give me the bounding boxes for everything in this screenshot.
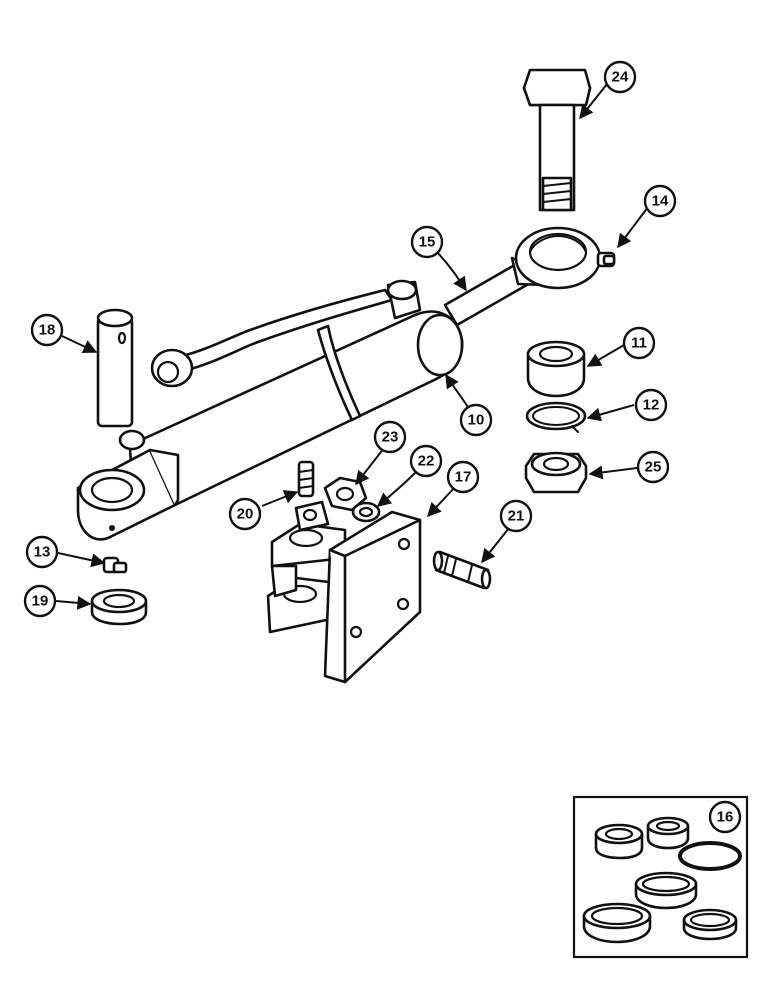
part-hex-nut-23: [323, 476, 368, 512]
part-grease-fitting-14: [596, 251, 616, 268]
callout-25: 25: [636, 450, 670, 484]
callout-11-label: 11: [631, 335, 647, 352]
callout-10: 10: [459, 403, 493, 437]
callout-19-label: 19: [32, 593, 49, 610]
callout-17-label: 17: [455, 469, 472, 486]
callout-12: 12: [634, 388, 668, 422]
callout-20-label: 20: [237, 506, 254, 523]
part-bolt-24: [522, 68, 592, 212]
callout-22-label: 22: [418, 453, 435, 470]
callout-12-label: 12: [643, 397, 660, 414]
callout-13-label: 13: [34, 544, 51, 561]
callout-14: 14: [643, 184, 677, 218]
callout-22: 22: [409, 444, 443, 478]
part-pin-18: [96, 308, 134, 428]
part-set-screw-20: [297, 460, 315, 498]
callout-23: 23: [373, 420, 407, 454]
part-stud-21: [432, 550, 492, 590]
callout-23-label: 23: [382, 429, 399, 446]
callout-15: 15: [410, 225, 444, 259]
leader-lines: [55, 83, 649, 610]
part-cylinder-10: [76, 226, 602, 541]
callout-16: 16: [708, 800, 742, 834]
callout-25-label: 25: [645, 459, 662, 476]
callout-24: 24: [603, 60, 637, 94]
callout-21: 21: [499, 499, 533, 533]
part-grease-fitting-13: [102, 556, 128, 574]
callout-14-label: 14: [652, 193, 669, 210]
callout-11: 11: [622, 326, 656, 360]
part-bracket-17: [266, 500, 422, 684]
callout-20: 20: [228, 497, 262, 531]
callout-19: 19: [23, 584, 57, 618]
callout-10-label: 10: [468, 412, 485, 429]
part-bushing-11: [526, 340, 586, 398]
callout-17: 17: [446, 460, 480, 494]
part-washer-22: [351, 501, 381, 523]
callout-21-label: 21: [508, 508, 525, 525]
part-ring-19: [90, 588, 148, 626]
part-snap-ring-12: [525, 401, 587, 433]
callout-18-label: 18: [39, 322, 56, 339]
callout-13: 13: [25, 535, 59, 569]
callout-16-label: 16: [717, 809, 734, 826]
callout-15-label: 15: [419, 234, 436, 251]
callout-18: 18: [30, 313, 64, 347]
part-nut-25: [524, 451, 588, 494]
seal-kit-box-16: [572, 795, 749, 959]
callout-24-label: 24: [612, 69, 629, 86]
